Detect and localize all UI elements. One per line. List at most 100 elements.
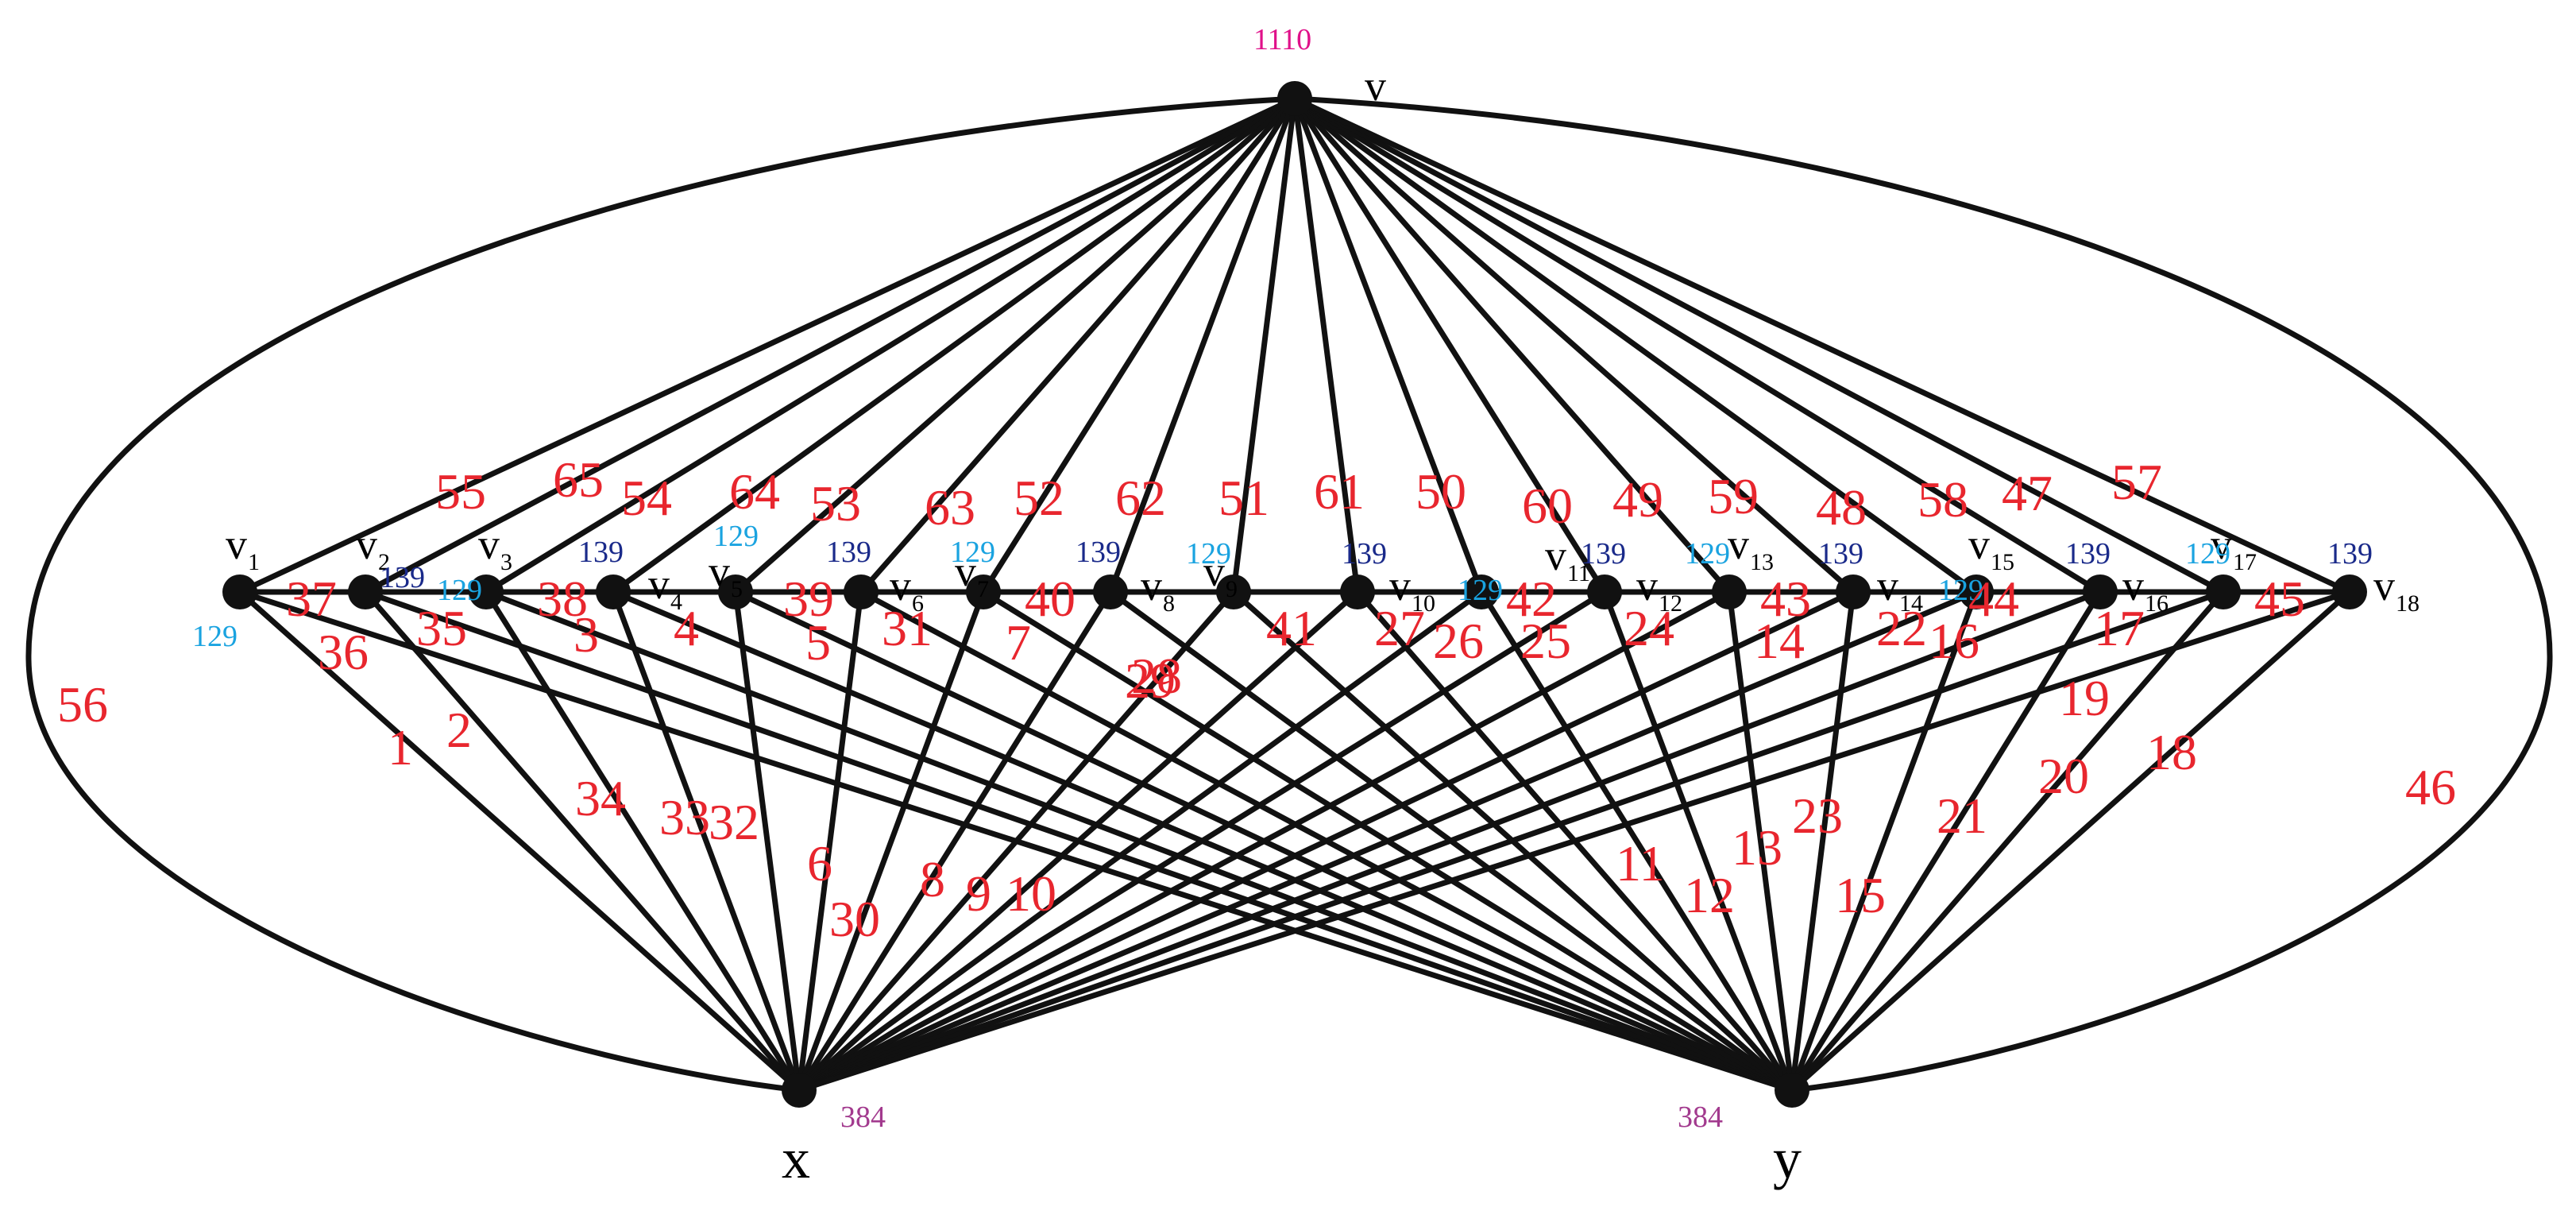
bottom-vertex-y-label: y bbox=[1773, 1127, 1802, 1190]
path-vertex-weight: 129 bbox=[950, 536, 995, 569]
edge-label: 25 bbox=[1520, 613, 1571, 669]
edge-v-to-v3 bbox=[483, 95, 1298, 595]
edge-label: 12 bbox=[1684, 867, 1735, 923]
edge-label: 49 bbox=[1612, 471, 1663, 528]
edge-v-to-v1 bbox=[237, 95, 1298, 595]
edge-x-to-v6 bbox=[796, 589, 864, 1093]
edge-label: 39 bbox=[783, 571, 834, 627]
edge-label: 9 bbox=[966, 865, 991, 922]
edge-label: 38 bbox=[537, 571, 588, 627]
edge-label: 59 bbox=[1708, 468, 1759, 524]
path-vertex-node-v18 bbox=[2332, 574, 2367, 609]
edge-y-to-v5 bbox=[732, 589, 1795, 1093]
path-vertex-label: v bbox=[2211, 520, 2232, 568]
path-vertex-weight: 129 bbox=[192, 620, 238, 653]
path-vertex-subscript: 10 bbox=[1412, 590, 1435, 617]
edge-label: 56 bbox=[57, 676, 108, 733]
edge-v-to-v10 bbox=[1292, 95, 1361, 595]
edge-v-to-v16 bbox=[1292, 95, 2103, 595]
edge-y-to-v1 bbox=[237, 589, 1795, 1093]
edge-label: 27 bbox=[1374, 600, 1425, 656]
edge-label: 20 bbox=[2038, 748, 2089, 804]
edge-label: 53 bbox=[810, 475, 861, 532]
nodes-layer bbox=[222, 81, 2367, 1108]
path-vertex-subscript: 8 bbox=[1163, 590, 1175, 617]
edge-v-to-v5 bbox=[732, 95, 1298, 595]
path-vertex-weight: 139 bbox=[1342, 537, 1387, 571]
edge-v-to-v11 bbox=[1292, 95, 1485, 595]
path-vertex-label: v bbox=[1389, 562, 1411, 609]
path-vertex-subscript: 12 bbox=[1659, 590, 1682, 617]
path-vertex-node-v16 bbox=[2083, 574, 2118, 609]
edge-label: 51 bbox=[1218, 470, 1269, 526]
bottom-vertex-x-weight: 384 bbox=[840, 1101, 886, 1134]
edge-label: 50 bbox=[1415, 463, 1466, 520]
bottom-vertex-x-label: x bbox=[782, 1127, 810, 1190]
edge-y-to-v3 bbox=[483, 589, 1795, 1093]
edge-label: 55 bbox=[435, 463, 486, 520]
path-vertex-label: v bbox=[226, 520, 247, 568]
edge-v-to-v12 bbox=[1292, 95, 1608, 595]
edge-label: 11 bbox=[1616, 835, 1665, 892]
path-vertex-subscript: 9 bbox=[1226, 576, 1238, 602]
outer-edge-v-y bbox=[1292, 95, 2553, 1093]
edge-v-to-v6 bbox=[858, 95, 1298, 595]
edge-v-to-v7 bbox=[980, 95, 1298, 595]
edge-v-to-v15 bbox=[1292, 95, 1979, 595]
path-vertex-label: v bbox=[478, 520, 500, 568]
path-vertex-node-v5 bbox=[718, 574, 753, 609]
path-vertex-subscript: 5 bbox=[731, 576, 743, 602]
edge-label: 21 bbox=[1937, 787, 1987, 844]
edge-v-to-v4 bbox=[610, 95, 1298, 595]
outer-edge-v-x bbox=[25, 95, 1298, 1093]
edges-layer bbox=[25, 95, 2553, 1093]
edge-y-to-v11 bbox=[1478, 589, 1795, 1093]
edge-label: 2 bbox=[446, 702, 472, 758]
path-vertex-subscript: 18 bbox=[2396, 590, 2420, 617]
path-vertex-node-v8 bbox=[1093, 574, 1128, 609]
path-vertex-node-v13 bbox=[1712, 574, 1747, 609]
edge-v-to-v2 bbox=[362, 95, 1298, 595]
bottom-vertex-y-node bbox=[1775, 1073, 1809, 1108]
path-vertex-weight: 129 bbox=[2185, 537, 2230, 571]
edge-y-to-v14 bbox=[1789, 589, 1856, 1093]
edge-y-to-v17 bbox=[1789, 589, 2226, 1093]
path-vertex-weight: 139 bbox=[380, 561, 425, 594]
path-vertex-subscript: 4 bbox=[670, 589, 682, 615]
path-vertex-node-v9 bbox=[1216, 574, 1251, 609]
edge-label: 15 bbox=[1835, 867, 1886, 923]
edge-y-to-v7 bbox=[980, 589, 1795, 1093]
edge-label: 17 bbox=[2094, 600, 2145, 656]
path-vertex-subscript: 2 bbox=[378, 549, 390, 575]
path-vertex-node-v4 bbox=[596, 574, 631, 609]
path-vertex-node-v2 bbox=[348, 574, 383, 609]
edge-label: 52 bbox=[1014, 470, 1064, 526]
path-vertex-label: v bbox=[1728, 520, 1749, 568]
edge-label: 36 bbox=[318, 624, 369, 680]
edge-x-to-v7 bbox=[796, 589, 987, 1093]
edge-label: 64 bbox=[729, 463, 780, 520]
path-vertex-subscript: 16 bbox=[2145, 590, 2169, 617]
edge-x-to-v2 bbox=[362, 589, 802, 1093]
edge-label: 40 bbox=[1025, 571, 1076, 627]
path-vertex-subscript: 14 bbox=[1899, 590, 1923, 617]
edge-label: 8 bbox=[920, 851, 945, 907]
edge-label: 22 bbox=[1876, 600, 1927, 656]
edge-label: 1 bbox=[388, 719, 413, 776]
edge-y-to-v4 bbox=[610, 589, 1795, 1093]
path-vertex-node-v3 bbox=[469, 574, 504, 609]
bottom-vertex-y-weight: 384 bbox=[1678, 1101, 1723, 1134]
edge-label: 28 bbox=[1131, 648, 1182, 704]
edge-y-to-v2 bbox=[362, 589, 1795, 1093]
path-vertex-weight: 139 bbox=[1076, 536, 1121, 569]
edge-label: 10 bbox=[1006, 865, 1056, 922]
path-vertex-node-v1 bbox=[222, 574, 257, 609]
edge-label: 18 bbox=[2146, 724, 2197, 780]
edge-y-to-v15 bbox=[1789, 589, 1979, 1093]
path-vertex-weight: 129 bbox=[1685, 537, 1730, 571]
path-vertex-label: v bbox=[1141, 562, 1162, 609]
edge-label: 46 bbox=[2405, 759, 2456, 815]
edge-label: 19 bbox=[2059, 670, 2110, 726]
